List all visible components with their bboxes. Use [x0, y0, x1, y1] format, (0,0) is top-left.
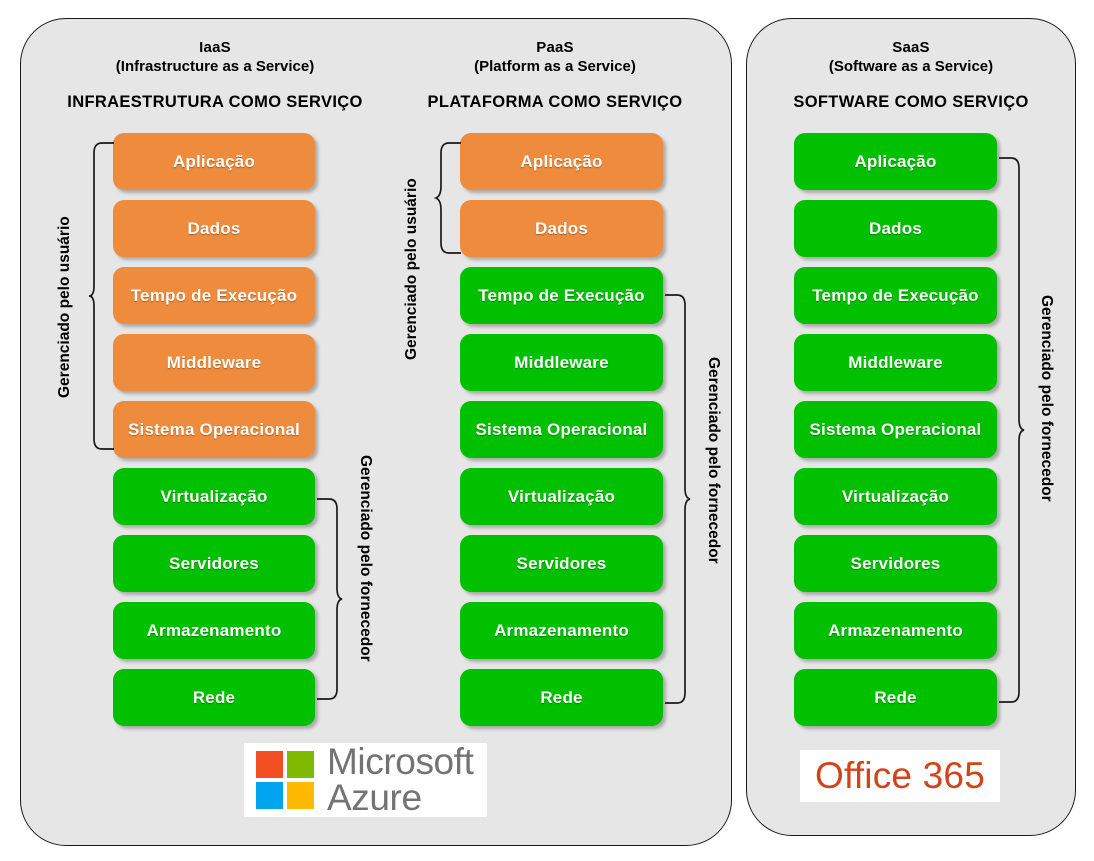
saas-title-pt: SOFTWARE COMO SERVIÇO [793, 93, 1029, 112]
layer-box[interactable]: Tempo de Execução [460, 267, 663, 324]
paas-title-pt: PLATAFORMA COMO SERVIÇO [427, 93, 683, 112]
layer-box[interactable]: Armazenamento [460, 602, 663, 659]
layer-box[interactable]: Middleware [113, 334, 315, 391]
layer-box[interactable]: Aplicação [460, 133, 663, 190]
brace-label-saas-provider: Gerenciado pelo fornecedor [1038, 295, 1055, 502]
layer-box[interactable]: Tempo de Execução [113, 267, 315, 324]
ms-square-yellow [287, 782, 314, 809]
paas-acronym: PaaS [536, 39, 574, 56]
layer-box[interactable]: Rede [794, 669, 997, 726]
layer-box[interactable]: Sistema Operacional [794, 401, 997, 458]
brace-label-paas-provider: Gerenciado pelo fornecedor [705, 357, 722, 564]
layer-box[interactable]: Virtualização [794, 468, 997, 525]
layer-box[interactable]: Rede [113, 669, 315, 726]
layer-box[interactable]: Armazenamento [113, 602, 315, 659]
iaas-expansion: (Infrastructure as a Service) [115, 58, 315, 76]
layer-box[interactable]: Virtualização [113, 468, 315, 525]
paas-expansion: (Platform as a Service) [474, 58, 636, 76]
layer-box[interactable]: Aplicação [794, 133, 997, 190]
office-365-logo: Office 365 [800, 750, 1000, 802]
layer-box[interactable]: Rede [460, 669, 663, 726]
layer-box[interactable]: Servidores [113, 535, 315, 592]
ms-square-blue [256, 782, 283, 809]
saas-expansion: (Software as a Service) [828, 58, 994, 76]
column-header-iaas: IaaS (Infrastructure as a Service) INFRA… [60, 38, 370, 113]
microsoft-azure-logo: Microsoft Azure [244, 743, 487, 817]
layer-box[interactable]: Aplicação [113, 133, 315, 190]
microsoft-azure-wordmark: Microsoft Azure [327, 740, 474, 818]
saas-acronym: SaaS [892, 39, 930, 56]
microsoft-word: Microsoft [327, 740, 474, 782]
layer-box[interactable]: Dados [794, 200, 997, 257]
brace-paas-provider [663, 292, 691, 706]
column-header-saas: SaaS (Software as a Service) SOFTWARE CO… [760, 38, 1062, 113]
layer-box[interactable]: Sistema Operacional [460, 401, 663, 458]
brace-paas-user [433, 140, 463, 256]
brace-iaas-provider [315, 496, 343, 702]
layer-box[interactable]: Servidores [460, 535, 663, 592]
layer-box[interactable]: Servidores [794, 535, 997, 592]
column-header-paas: PaaS (Platform as a Service) PLATAFORMA … [410, 38, 700, 113]
azure-word: Azure [327, 777, 422, 818]
microsoft-squares-icon [256, 751, 314, 809]
iaas-title-pt: INFRAESTRUTURA COMO SERVIÇO [67, 93, 363, 112]
brace-iaas-user [88, 140, 116, 452]
ms-square-green [287, 751, 314, 778]
brace-label-iaas-provider: Gerenciado pelo fornecedor [357, 455, 374, 662]
layer-box[interactable]: Middleware [794, 334, 997, 391]
layer-box[interactable]: Sistema Operacional [113, 401, 315, 458]
ms-square-red [256, 751, 283, 778]
iaas-acronym: IaaS [199, 39, 231, 56]
layer-box[interactable]: Dados [460, 200, 663, 257]
brace-saas-provider [997, 155, 1025, 705]
brace-label-iaas-user: Gerenciado pelo usuário [56, 216, 73, 398]
layer-box[interactable]: Tempo de Execução [794, 267, 997, 324]
layer-box[interactable]: Armazenamento [794, 602, 997, 659]
layer-box[interactable]: Middleware [460, 334, 663, 391]
brace-label-paas-user: Gerenciado pelo usuário [403, 178, 420, 360]
layer-box[interactable]: Virtualização [460, 468, 663, 525]
layer-box[interactable]: Dados [113, 200, 315, 257]
